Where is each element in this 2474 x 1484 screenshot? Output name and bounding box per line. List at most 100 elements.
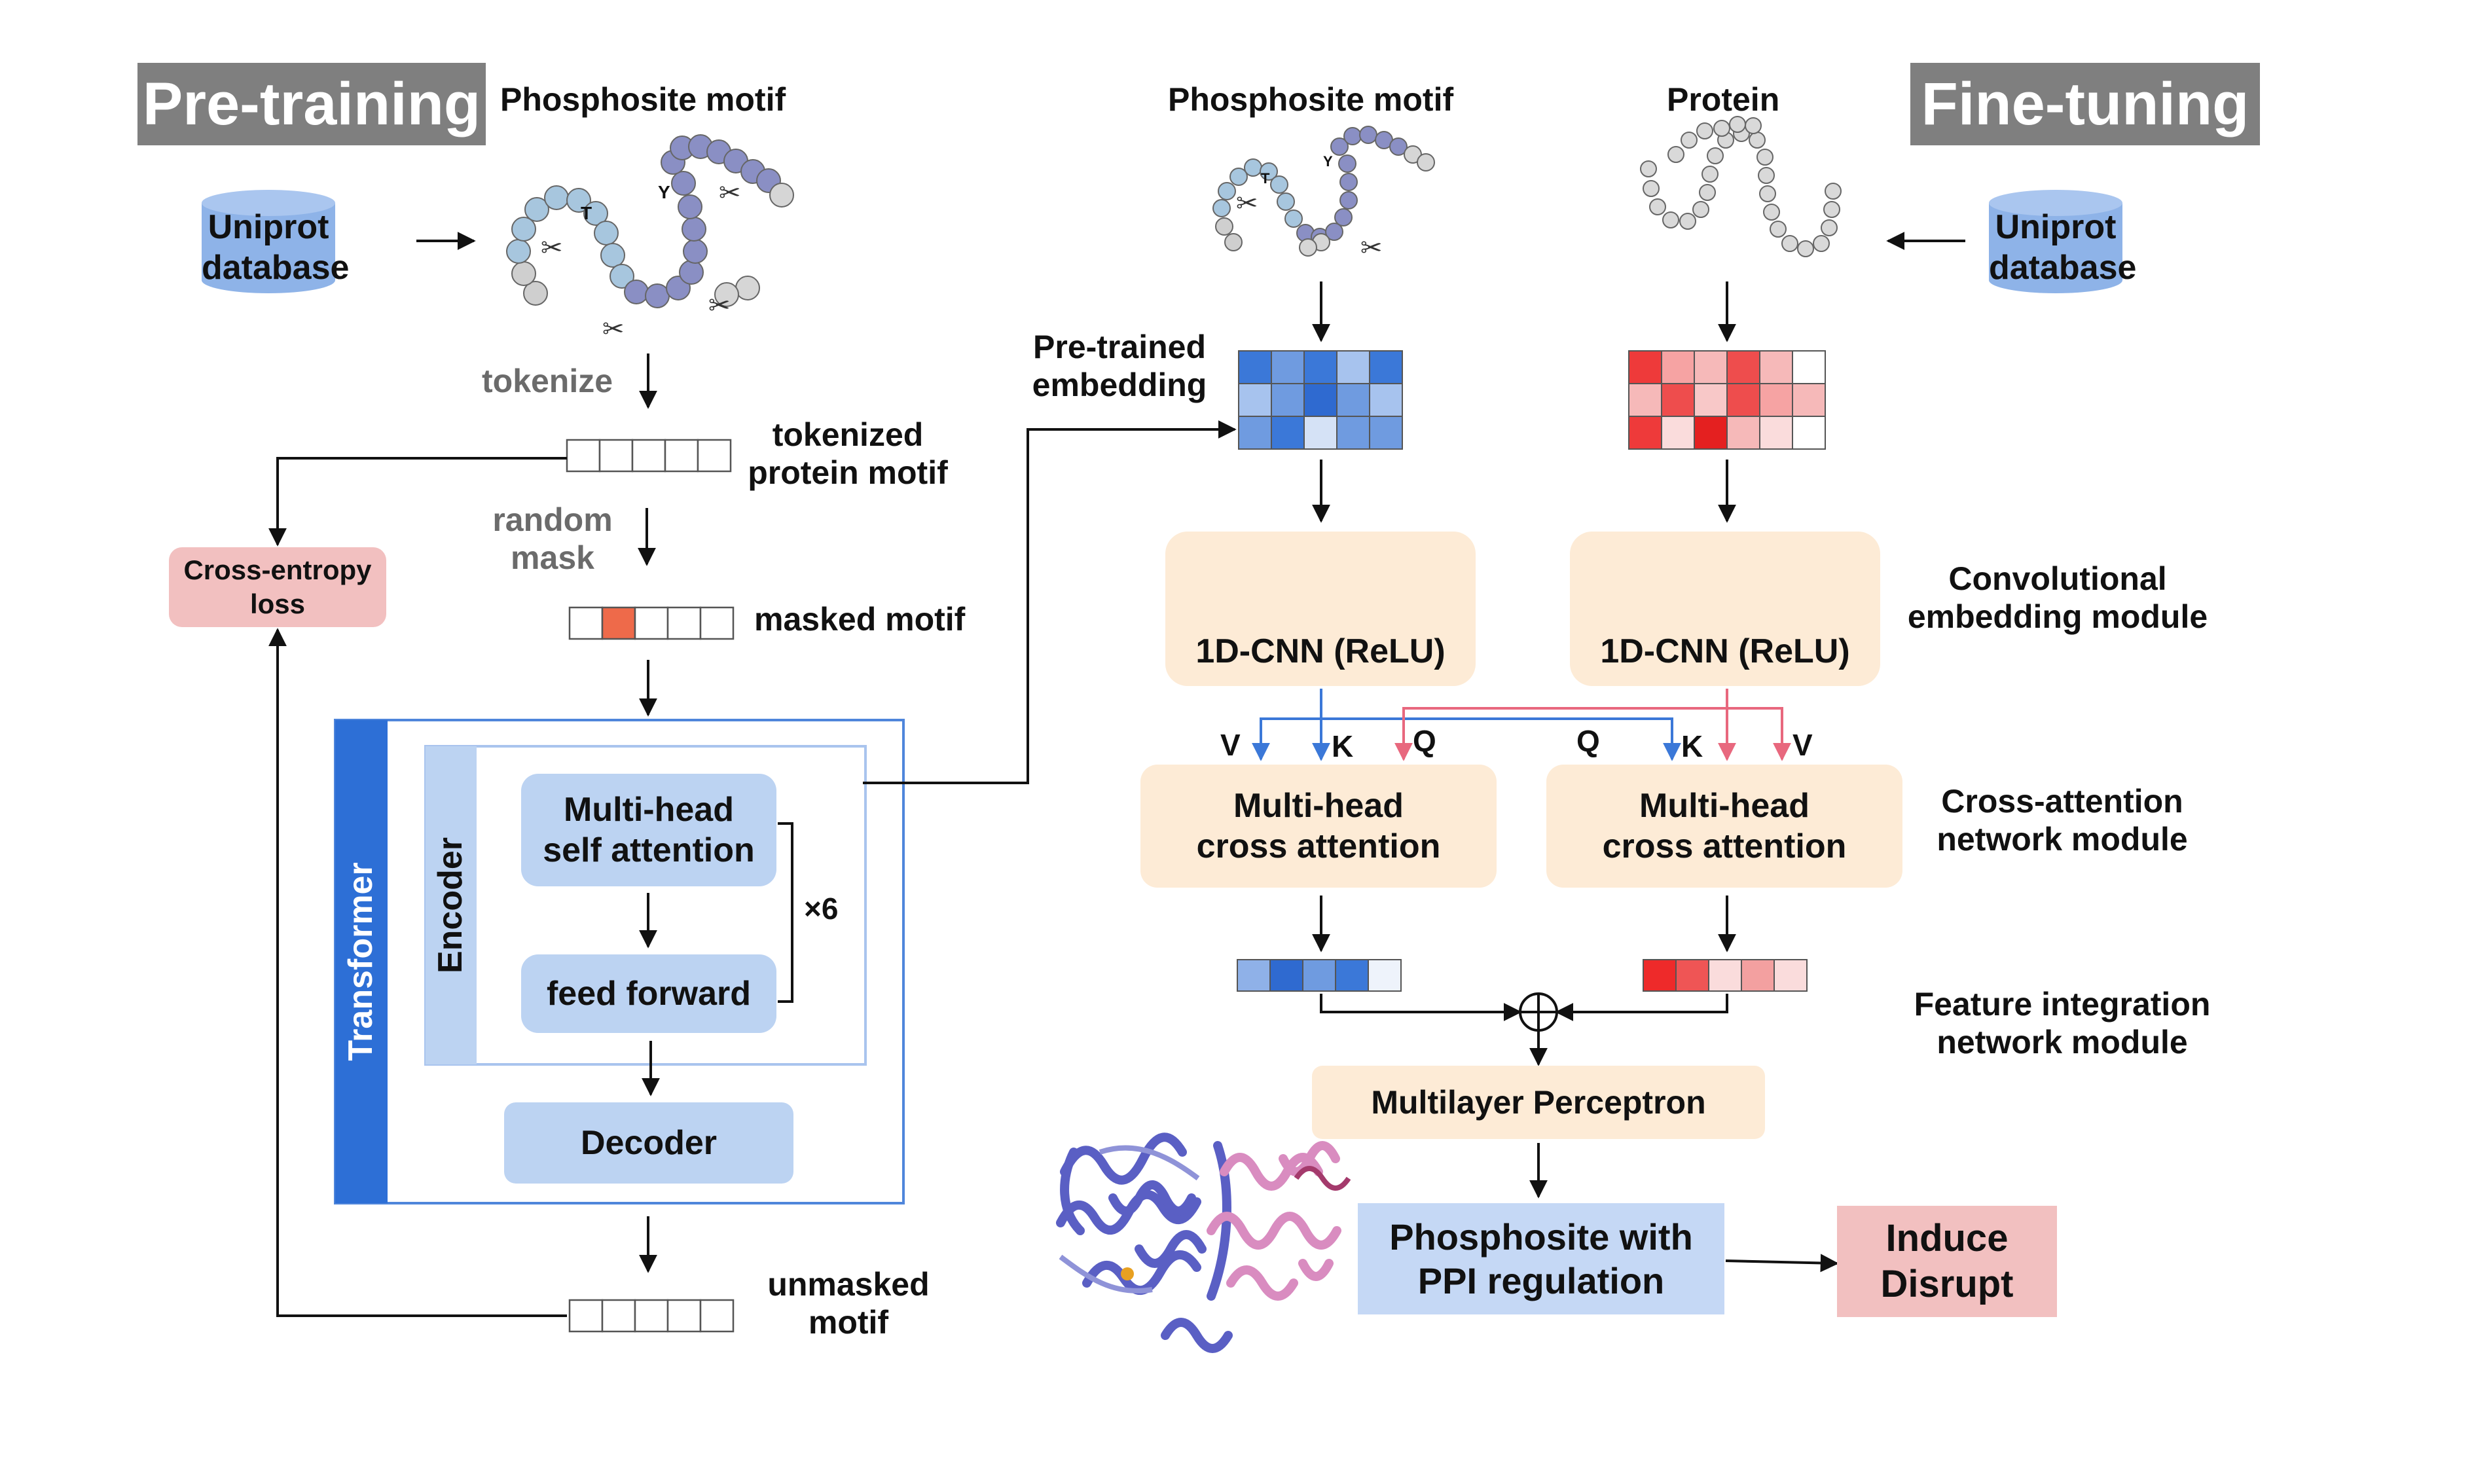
feature-vector-cell: [1708, 959, 1742, 992]
svg-text:✂: ✂: [541, 233, 563, 263]
pretraining-db-line1: Uniprot: [208, 208, 329, 246]
bead: [1667, 146, 1684, 163]
bead: [1339, 191, 1358, 209]
bead: [1334, 208, 1353, 226]
embedding-cell: [1726, 350, 1760, 384]
bead: [600, 243, 625, 268]
protein-title: Protein: [1667, 81, 1780, 118]
unmasked-motif-label: unmasked motif: [767, 1266, 930, 1341]
bead: [1330, 137, 1349, 156]
embedding-cell: [1336, 416, 1370, 450]
bead: [524, 197, 549, 222]
bead: [1825, 183, 1842, 200]
bead: [1707, 147, 1724, 164]
bead: [1770, 221, 1787, 238]
bead: [1325, 223, 1343, 241]
bead: [1215, 217, 1233, 236]
bead: [506, 239, 531, 264]
bead: [1270, 175, 1288, 194]
bead: [1679, 213, 1696, 230]
pretraining-db-line2: database: [202, 249, 350, 287]
phosphosite-motif-bead-chain-finetuning: [1212, 126, 1435, 257]
bead: [1224, 233, 1243, 251]
cnn-right-label: 1D-CNN (ReLU): [1600, 632, 1850, 670]
embedding-cell: [1792, 350, 1826, 384]
bead: [1797, 240, 1814, 257]
bead: [1758, 167, 1775, 184]
embedding-cell: [1759, 416, 1793, 450]
cross-entropy-loss-box: Cross-entropy loss: [169, 547, 386, 627]
finetuning-db-line1: Uniprot: [1995, 208, 2117, 246]
bead: [1229, 168, 1248, 186]
qkv-pink-routing: [1394, 689, 1791, 761]
bead: [1662, 211, 1679, 228]
bead: [1277, 192, 1295, 211]
bead: [769, 183, 794, 208]
bead: [1701, 166, 1719, 183]
embedding-cell: [1303, 350, 1337, 384]
embedding-cell: [1271, 383, 1305, 417]
bead: [511, 261, 536, 286]
feature-vector-cell: [1675, 959, 1709, 992]
finetuning-db-line2: database: [1989, 249, 2137, 287]
masked-motif-label: masked motif: [754, 601, 966, 638]
protein-embedding-grid: [1628, 350, 1826, 450]
database-cylinder-left-icon: [202, 190, 335, 293]
finetuning-arrows: [1312, 232, 1965, 1273]
embedding-cell: [1726, 416, 1760, 450]
feature-vector-cell: [1302, 959, 1336, 992]
protein-complex-structure-image: [1056, 1132, 1351, 1353]
bead: [1745, 117, 1762, 134]
pretraining-database: Uniprot database: [202, 207, 350, 289]
embedding-cell: [1271, 416, 1305, 450]
svg-text:✂: ✂: [1236, 189, 1258, 219]
bead: [1681, 132, 1698, 149]
cross-module-label: Cross-attention network module: [1937, 783, 2188, 858]
bead: [1417, 153, 1435, 172]
embedding-cell: [1694, 350, 1728, 384]
cross-attention-right-box: Multi-head cross attention: [1546, 765, 1902, 888]
embedding-cell: [1694, 383, 1728, 417]
embedding-cell: [1628, 383, 1662, 417]
tokenized-motif-tokens: [566, 439, 732, 473]
qkv-right-k: K: [1681, 729, 1703, 763]
embedding-cell: [1336, 350, 1370, 384]
bead: [1389, 137, 1408, 156]
bead: [1260, 162, 1278, 181]
bead: [1643, 180, 1660, 197]
bead: [1649, 198, 1666, 215]
output-box: Phosphosite with PPI regulation: [1358, 1203, 1724, 1314]
embedding-cell: [1303, 383, 1337, 417]
bead: [1299, 238, 1317, 257]
feature-vector-cell: [1774, 959, 1808, 992]
bead: [583, 201, 608, 226]
qkv-left-v: V: [1220, 728, 1241, 762]
feature-vector-cell: [1643, 959, 1677, 992]
bead: [1813, 235, 1830, 252]
bead: [1729, 116, 1746, 133]
pretraining-arrows: [268, 232, 1237, 1317]
bead: [1343, 127, 1362, 145]
repeat-bracket: [778, 822, 793, 1003]
pretrained-embedding-label: Pre-trained embedding: [1032, 329, 1207, 403]
embedding-cell: [1238, 416, 1272, 450]
bead: [1339, 173, 1358, 191]
pretraining-motif-title: Phosphosite motif: [500, 81, 786, 118]
embedding-cell: [1369, 350, 1403, 384]
bead: [645, 283, 670, 308]
phosphosite-motif-bead-chain-pretraining: [506, 134, 794, 308]
bead: [1338, 154, 1356, 173]
cnn-left-label: 1D-CNN (ReLU): [1195, 632, 1446, 670]
feature-vector-cell: [1237, 959, 1271, 992]
embedding-cell: [1369, 416, 1403, 450]
feature-vector-cell: [1269, 959, 1303, 992]
svg-text:✂: ✂: [602, 314, 625, 344]
finetuning-motif-title: Phosphosite motif: [1168, 81, 1454, 118]
embedding-cell: [1726, 383, 1760, 417]
bead: [1781, 235, 1798, 252]
embedding-cell: [1369, 383, 1403, 417]
residue-label-t-finetuning: T: [1261, 170, 1270, 187]
embedding-cell: [1628, 350, 1662, 384]
finetuning-tag: Fine-tuning: [1910, 63, 2260, 145]
